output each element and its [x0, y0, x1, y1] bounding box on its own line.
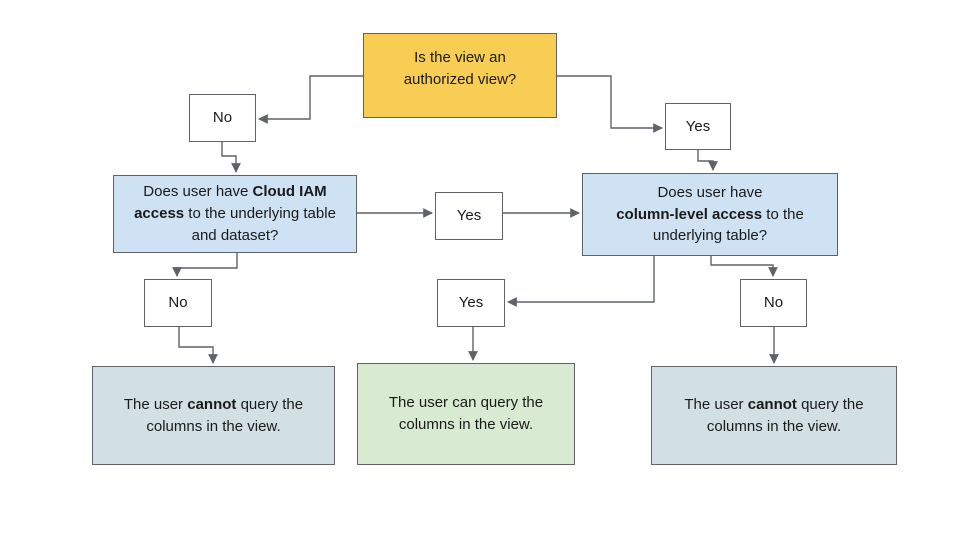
node-yes-branch-right: Yes — [665, 103, 731, 150]
node-label: No — [763, 294, 784, 312]
connector-yes-right-to-column-question — [697, 150, 718, 171]
node-label: Yes — [458, 294, 484, 312]
node-no-branch-left: No — [189, 94, 256, 142]
connector-root-to-no-left — [258, 75, 363, 124]
connector-root-to-yes-right — [557, 75, 663, 133]
node-label: The user can query the columns in the vi… — [388, 394, 544, 433]
connector-no-bottom-left-to-result — [178, 327, 218, 364]
node-label: The user cannot query the columns in the… — [123, 395, 304, 435]
node-no-branch-bottom-left: No — [144, 279, 212, 327]
node-result-cannot-query-left: The user cannot query the columns in the… — [92, 366, 335, 465]
node-result-cannot-query-right: The user cannot query the columns in the… — [651, 366, 897, 465]
node-label: Yes — [685, 117, 711, 135]
node-label: Yes — [456, 207, 482, 225]
connector-no-left-to-iam-question — [221, 142, 241, 173]
node-no-branch-bottom-right: No — [740, 279, 807, 327]
node-label: No — [212, 109, 233, 127]
node-label: Is the view an authorized view? — [403, 49, 517, 88]
connector-column-question-to-yes-bottom — [507, 256, 655, 307]
node-result-can-query: The user can query the columns in the vi… — [357, 363, 575, 465]
node-label: No — [168, 294, 188, 312]
node-cloud-iam-access-question: Does user have Cloud IAM access to the u… — [113, 175, 357, 253]
node-authorized-view-question: Is the view an authorized view? — [363, 33, 557, 118]
node-label: Does user have Cloud IAM access to the u… — [134, 183, 336, 244]
node-label: The user cannot query the columns in the… — [684, 395, 864, 435]
node-yes-branch-bottom-middle: Yes — [437, 279, 505, 327]
connector-column-question-to-no-bottom-right — [710, 256, 778, 277]
node-yes-branch-middle: Yes — [435, 192, 503, 240]
connector-iam-question-to-no-bottom-left — [172, 253, 238, 277]
